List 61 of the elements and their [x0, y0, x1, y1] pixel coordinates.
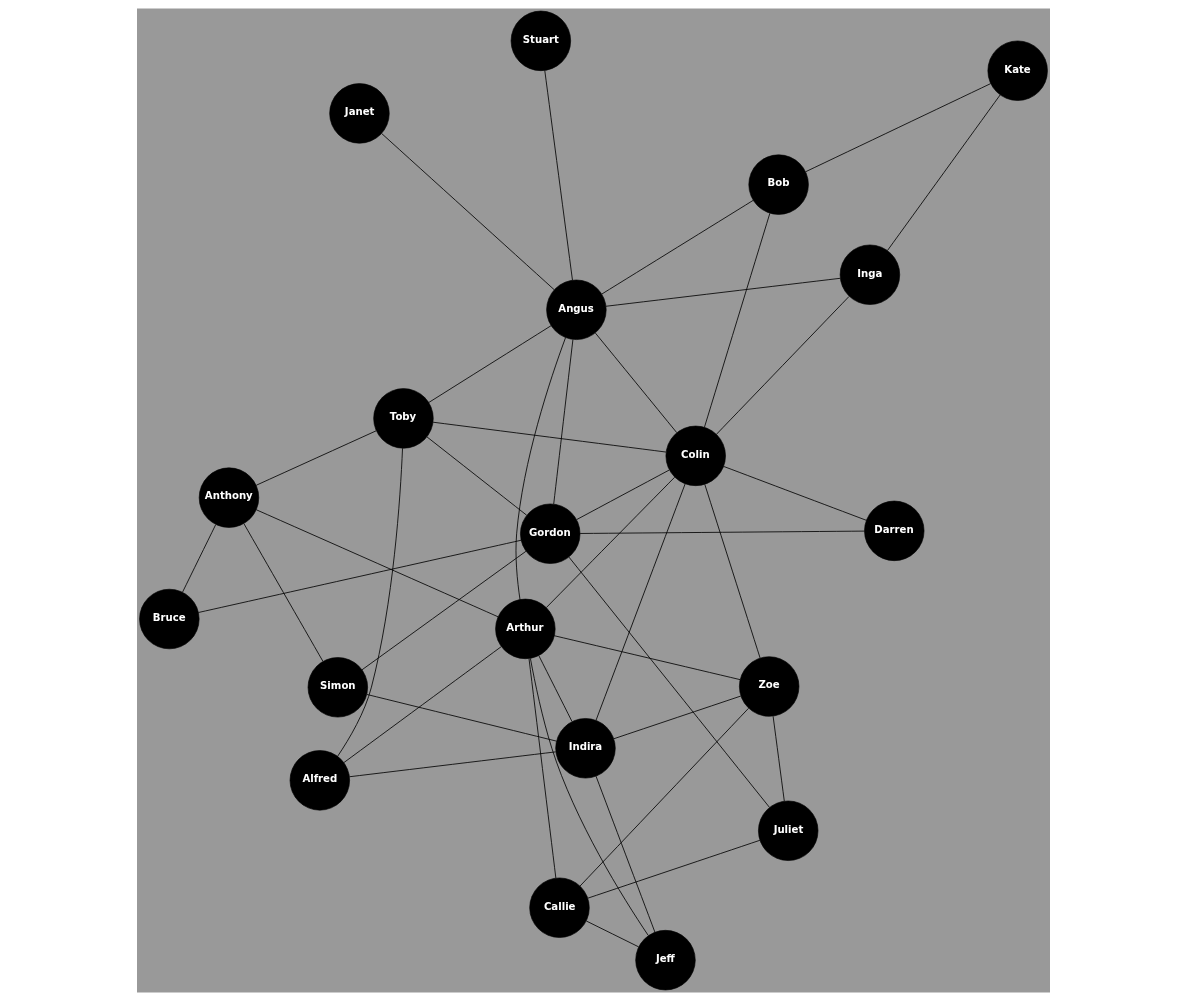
connector — [255, 509, 498, 618]
connector — [366, 694, 557, 742]
connector — [568, 556, 770, 808]
node-circle: Bob — [748, 154, 809, 215]
node-circle: Bruce — [138, 588, 199, 650]
connector — [426, 436, 527, 516]
node-circle: Kate — [987, 40, 1048, 101]
node-circle: Janet — [328, 83, 390, 144]
connector — [361, 550, 526, 671]
connector — [605, 277, 841, 307]
connector — [255, 430, 376, 486]
node-circle: Angus — [545, 279, 606, 340]
node-circle: Arthur — [494, 598, 555, 659]
connector — [343, 646, 502, 763]
connector — [380, 133, 555, 291]
connector — [181, 524, 216, 593]
connector — [595, 775, 655, 933]
connector — [427, 325, 551, 403]
node-circle: Indira — [554, 718, 616, 779]
node-circle: Toby — [372, 388, 434, 449]
connector — [722, 466, 867, 521]
connector — [579, 707, 749, 887]
connector — [612, 695, 741, 740]
connector — [575, 469, 670, 521]
connector — [553, 635, 740, 680]
connector — [528, 658, 556, 879]
connector — [242, 523, 323, 662]
node-circle: Darren — [863, 500, 924, 561]
node-circle: Alfred — [289, 750, 350, 811]
node-circle: Juliet — [757, 800, 818, 861]
connector — [804, 83, 991, 173]
connector — [515, 337, 566, 600]
connector — [585, 920, 639, 948]
connector — [600, 199, 754, 295]
connector — [336, 447, 403, 757]
connector — [594, 332, 677, 434]
connector — [552, 339, 573, 505]
connector — [886, 94, 1001, 251]
connector — [537, 655, 572, 722]
node-circle: Colin — [665, 425, 726, 486]
connector — [579, 530, 865, 534]
connector — [703, 483, 760, 659]
node-circle: Gordon — [519, 503, 580, 564]
node-circle: Anthony — [198, 467, 259, 528]
connector — [432, 421, 666, 453]
node-circle: Jeff — [634, 930, 696, 991]
connector — [586, 839, 760, 899]
node-circle: Simon — [307, 657, 368, 718]
node-circle: Zoe — [738, 656, 799, 717]
connector — [703, 212, 770, 428]
connector — [197, 539, 522, 613]
connector — [543, 70, 573, 281]
connector — [545, 476, 675, 608]
node-circle: Callie — [528, 877, 590, 938]
connector — [595, 483, 686, 721]
connector — [772, 715, 785, 802]
connector — [715, 296, 849, 435]
node-circle: Stuart — [510, 10, 571, 71]
connector — [529, 658, 649, 936]
connector — [348, 751, 556, 778]
node-circle: Inga — [839, 244, 900, 305]
